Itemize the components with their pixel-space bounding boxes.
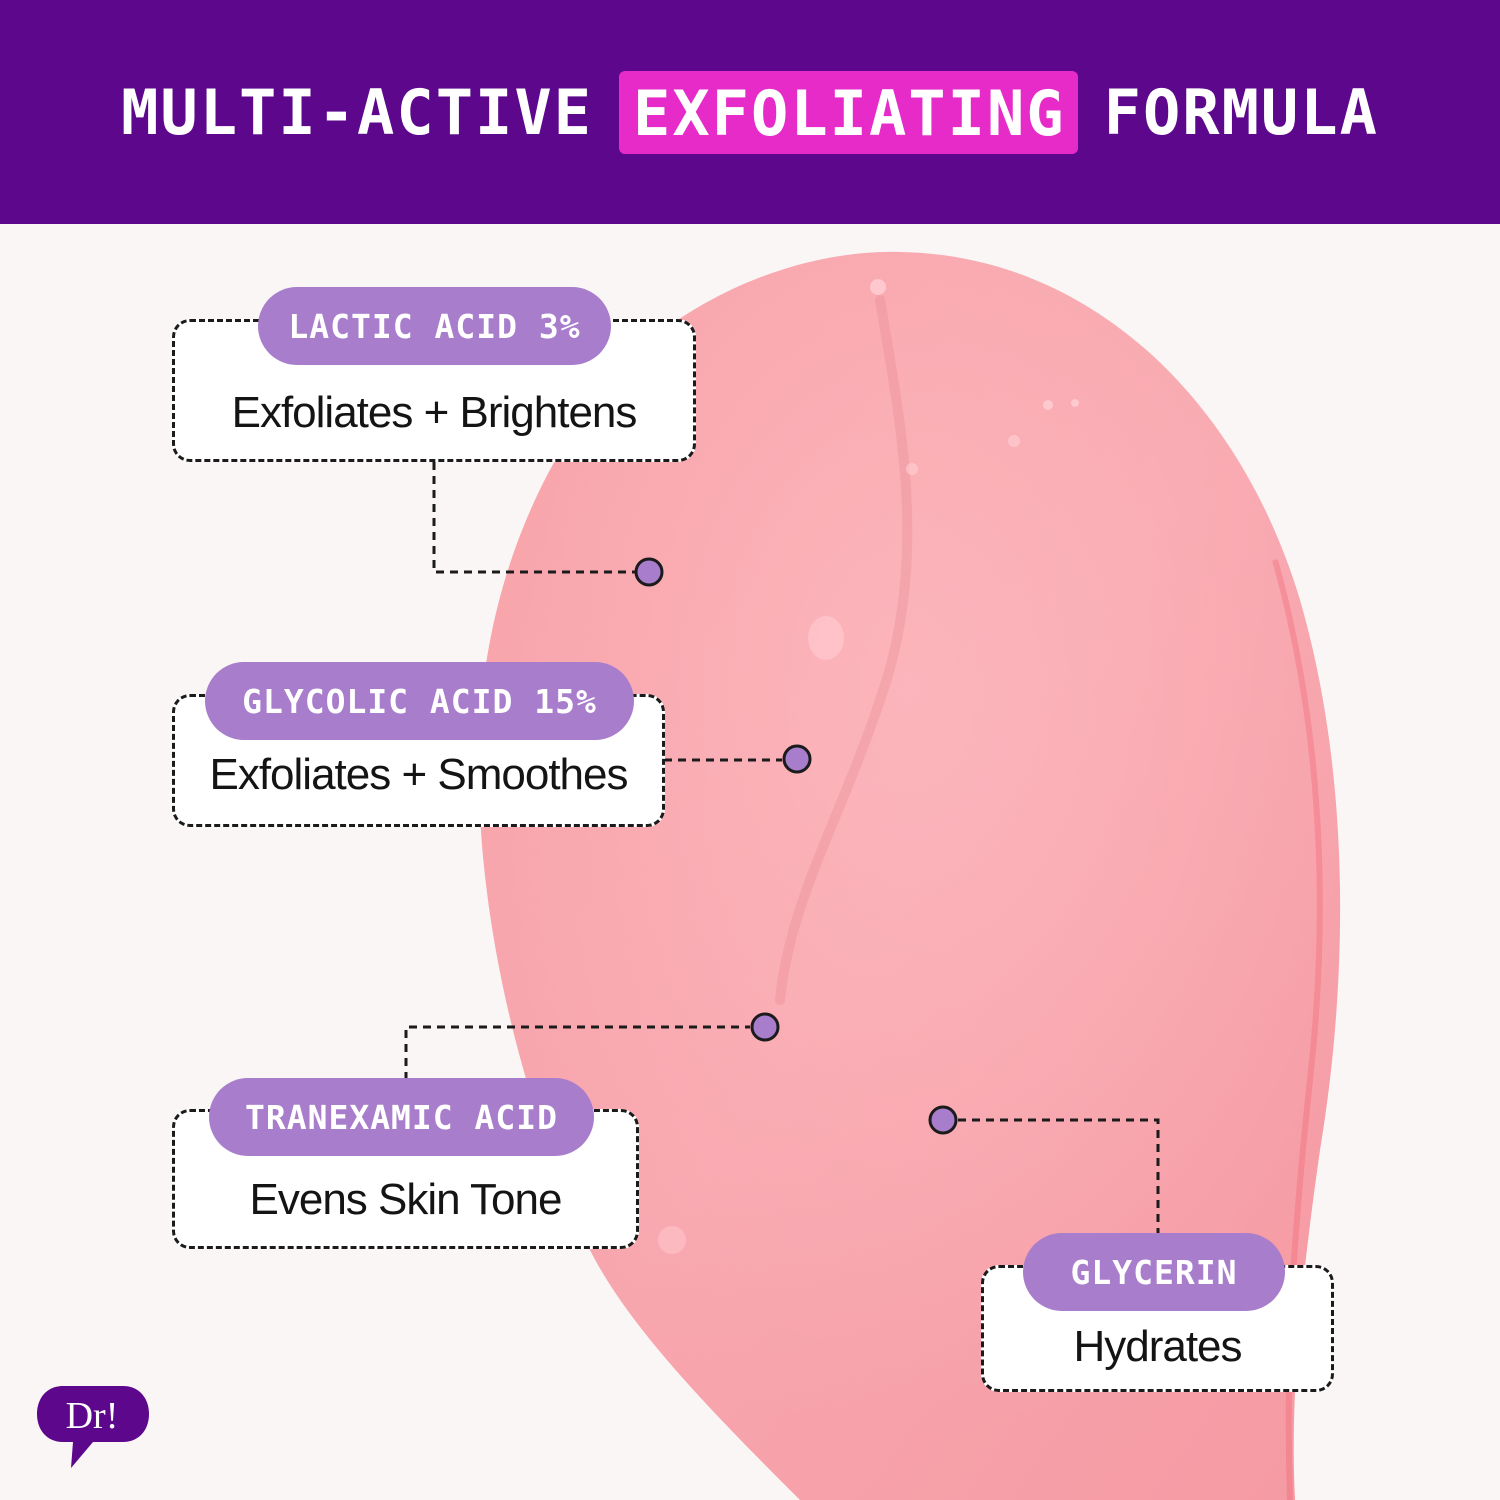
benefit-text: Hydrates [1073,1322,1242,1371]
benefit-text: Exfoliates + Brightens [231,388,638,437]
title-part-2: FORMULA [1103,75,1379,149]
benefit-text: Evens Skin Tone [249,1175,563,1224]
header-banner: MULTI-ACTIVE EXFOLIATING FORMULA [0,0,1500,224]
title-highlight: EXFOLIATING [619,70,1078,154]
benefit-text: Exfoliates + Smoothes [209,750,628,799]
page-title: MULTI-ACTIVE EXFOLIATING FORMULA [108,70,1392,154]
brand-logo-text: Dr! [65,1395,119,1437]
ingredient-pill-lactic: LACTIC ACID 3% [258,287,611,365]
title-part-1: MULTI-ACTIVE [121,75,594,149]
ingredient-pill-tranexamic: TRANEXAMIC ACID [209,1078,594,1156]
brand-logo-bubble [37,1386,149,1468]
ingredient-pill-glycolic: GLYCOLIC ACID 15% [205,662,634,740]
ingredient-pill-glycerin: GLYCERIN [1023,1233,1285,1311]
